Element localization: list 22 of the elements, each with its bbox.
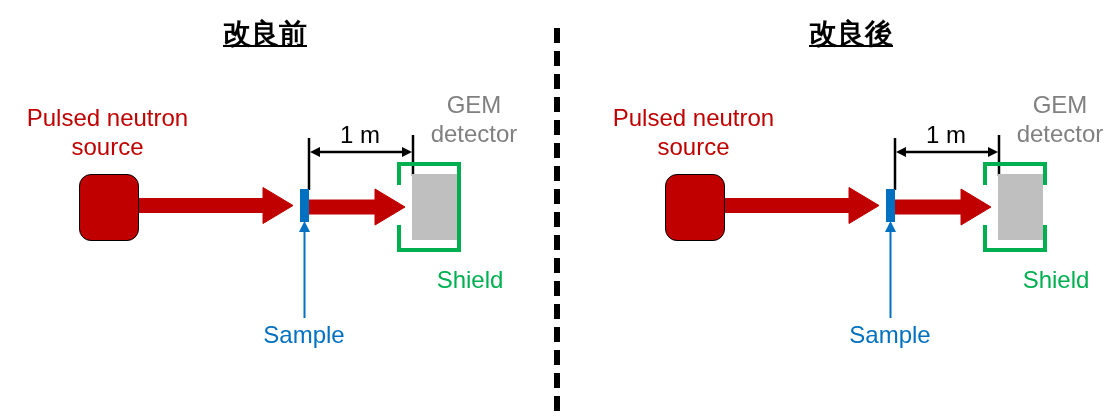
- detector-label: GEM detector: [1015, 90, 1105, 148]
- beam-arrow: [138, 187, 294, 224]
- shield-label: Shield: [435, 265, 505, 294]
- beam-arrow: [308, 188, 406, 226]
- beam-arrow: [724, 187, 880, 224]
- detector-block: [998, 174, 1043, 240]
- detector-label: GEM detector: [429, 90, 519, 148]
- panel-title: 改良後: [808, 16, 894, 52]
- leader-line: [885, 221, 896, 319]
- sample-bar: [886, 189, 895, 222]
- detector-block: [412, 174, 457, 240]
- dimension-label: 1 m: [925, 120, 967, 149]
- sample-label: Sample: [840, 320, 940, 350]
- sample-label: Sample: [254, 320, 354, 350]
- beam-arrow: [894, 188, 992, 226]
- dimension-label: 1 m: [339, 120, 381, 149]
- sample-bar: [300, 189, 309, 222]
- leader-line: [299, 221, 310, 319]
- source-label: Pulsed neutron source: [611, 103, 776, 161]
- panel-title: 改良前: [222, 16, 308, 52]
- source-label: Pulsed neutron source: [25, 103, 190, 161]
- shield-label: Shield: [1021, 265, 1091, 294]
